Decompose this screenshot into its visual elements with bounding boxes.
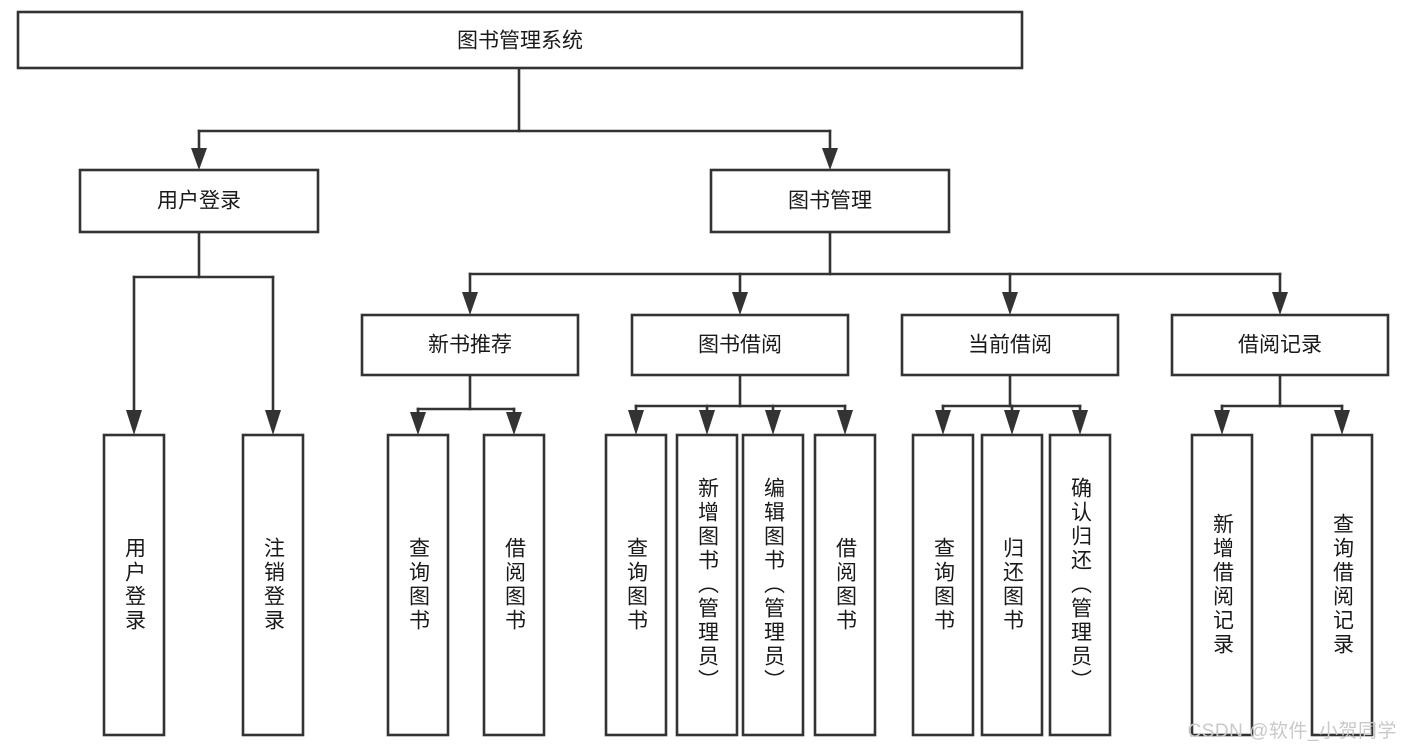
arrow-edit-book bbox=[765, 410, 781, 435]
node-borrow-record-label: 借阅记录 bbox=[1238, 334, 1322, 357]
arrow-add-record bbox=[1214, 410, 1230, 435]
arrow-leaf-logout bbox=[265, 410, 281, 435]
node-leaf-return-book-box[interactable] bbox=[980, 433, 1044, 737]
node-new-book-recommend-label: 新书推荐 bbox=[428, 334, 512, 357]
node-new-book-recommend[interactable]: 新书推荐 bbox=[360, 313, 580, 377]
node-leaf-confirm-return-box[interactable] bbox=[1048, 433, 1112, 737]
nodes-layer: 图书管理系统 用户登录 图书管理 新书推荐 图书借阅 当前 bbox=[16, 10, 1390, 737]
arrow-query-book-1 bbox=[410, 412, 426, 435]
node-book-management-label: 图书管理 bbox=[788, 190, 872, 213]
node-leaf-query-book-1-box[interactable] bbox=[386, 433, 450, 737]
node-book-borrow-box[interactable] bbox=[630, 313, 850, 377]
node-current-borrow-label: 当前借阅 bbox=[968, 334, 1052, 357]
node-book-management-box[interactable] bbox=[709, 168, 951, 234]
arrow-current-borrow bbox=[1002, 292, 1018, 315]
node-borrow-record[interactable]: 借阅记录 bbox=[1170, 313, 1390, 377]
node-leaf-logout-box[interactable] bbox=[241, 433, 305, 737]
node-book-management[interactable]: 图书管理 bbox=[709, 168, 951, 234]
arrow-user-login bbox=[191, 148, 207, 170]
arrow-query-book-2 bbox=[628, 410, 644, 435]
node-leaf-query-record-box[interactable] bbox=[1310, 433, 1374, 737]
node-borrow-record-box[interactable] bbox=[1170, 313, 1390, 377]
node-user-login-label: 用户登录 bbox=[157, 190, 241, 213]
arrow-book-management bbox=[822, 148, 838, 170]
arrow-leaf-user-login bbox=[126, 410, 142, 435]
arrow-query-record bbox=[1334, 410, 1350, 435]
arrow-borrow-book-2 bbox=[837, 410, 853, 435]
node-current-borrow[interactable]: 当前借阅 bbox=[900, 313, 1120, 377]
node-root-label: 图书管理系统 bbox=[457, 30, 583, 53]
watermark-text: CSDN @软件_小贺同学 bbox=[1187, 721, 1397, 742]
node-leaf-borrow-book-1-box[interactable] bbox=[482, 433, 546, 737]
arrow-borrow-record bbox=[1272, 292, 1288, 315]
arrow-add-book bbox=[699, 410, 715, 435]
node-root[interactable]: 图书管理系统 bbox=[16, 10, 1024, 70]
edges-layer bbox=[126, 66, 1350, 435]
node-leaf-query-book-2-box[interactable] bbox=[604, 433, 668, 737]
node-root-box[interactable] bbox=[16, 10, 1024, 70]
arrow-query-book-3 bbox=[935, 410, 951, 435]
node-leaf-add-record-box[interactable] bbox=[1190, 433, 1254, 737]
node-leaf-edit-book-box[interactable] bbox=[741, 433, 805, 737]
arrow-confirm-return bbox=[1072, 410, 1088, 435]
node-user-login[interactable]: 用户登录 bbox=[78, 168, 320, 234]
node-leaf-add-book-box[interactable] bbox=[675, 433, 739, 737]
arrow-book-borrow bbox=[732, 292, 748, 315]
node-book-borrow[interactable]: 图书借阅 bbox=[630, 313, 850, 377]
arrow-return-book bbox=[1004, 410, 1020, 435]
node-leaf-query-book-3-box[interactable] bbox=[911, 433, 975, 737]
node-current-borrow-box[interactable] bbox=[900, 313, 1120, 377]
node-user-login-box[interactable] bbox=[78, 168, 320, 234]
node-leaf-user-login-box[interactable] bbox=[102, 433, 166, 737]
node-new-book-recommend-box[interactable] bbox=[360, 313, 580, 377]
node-book-borrow-label: 图书借阅 bbox=[698, 334, 782, 357]
node-leaf-borrow-book-2-box[interactable] bbox=[813, 433, 877, 737]
arrow-borrow-book-1 bbox=[506, 412, 522, 435]
arrow-new-book-recommend bbox=[462, 292, 478, 315]
